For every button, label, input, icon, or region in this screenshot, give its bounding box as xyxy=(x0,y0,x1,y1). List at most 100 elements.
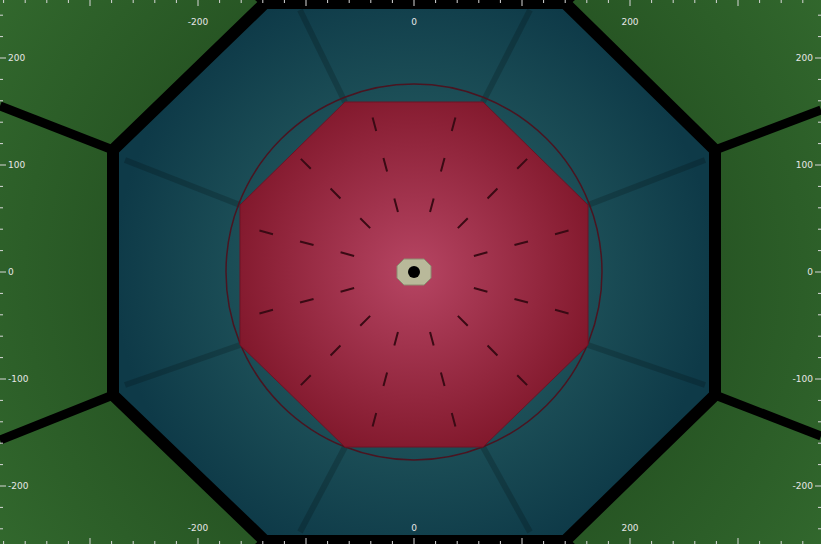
tick xyxy=(68,0,69,3)
tick xyxy=(818,143,821,144)
tick xyxy=(818,229,821,230)
tick xyxy=(0,229,3,230)
tick xyxy=(0,58,6,59)
tick xyxy=(154,541,155,544)
tick xyxy=(818,443,821,444)
tick xyxy=(818,15,821,16)
tick xyxy=(818,79,821,80)
boundary-circle xyxy=(226,84,602,460)
tick xyxy=(0,464,3,465)
tick xyxy=(818,293,821,294)
tick xyxy=(370,541,371,544)
tick xyxy=(0,314,3,315)
tick xyxy=(818,122,821,123)
tick xyxy=(500,0,501,3)
tick xyxy=(241,541,242,544)
tick xyxy=(306,538,307,544)
tick xyxy=(818,507,821,508)
tick xyxy=(630,0,631,6)
tick xyxy=(781,0,782,3)
tick xyxy=(630,538,631,544)
spoke xyxy=(474,229,576,256)
tick xyxy=(815,165,821,166)
axis-label: -100 xyxy=(793,375,813,384)
tick xyxy=(370,0,371,3)
tick xyxy=(818,400,821,401)
tick xyxy=(802,0,803,3)
tick xyxy=(651,541,652,544)
tick xyxy=(0,186,3,187)
tick xyxy=(284,541,285,544)
spoke xyxy=(295,316,370,391)
tick xyxy=(133,541,134,544)
tick xyxy=(716,541,717,544)
tick xyxy=(68,541,69,544)
tick xyxy=(90,0,91,6)
tick xyxy=(818,100,821,101)
tick xyxy=(0,250,3,251)
tick xyxy=(673,0,674,3)
tick xyxy=(90,538,91,544)
spoke xyxy=(458,316,533,391)
axis-label: 200 xyxy=(796,54,813,63)
axis-label: 0 xyxy=(807,268,813,277)
tick xyxy=(0,100,3,101)
tick xyxy=(500,541,501,544)
tick xyxy=(586,541,587,544)
tick xyxy=(818,528,821,529)
tick xyxy=(457,0,458,3)
axis-label: -200 xyxy=(188,524,208,533)
tick xyxy=(392,541,393,544)
tick xyxy=(818,421,821,422)
tick xyxy=(818,250,821,251)
tick xyxy=(522,0,523,6)
tick xyxy=(176,541,177,544)
tick xyxy=(435,541,436,544)
tick xyxy=(392,0,393,3)
axis-label: 100 xyxy=(8,161,25,170)
tick xyxy=(0,79,3,80)
axis-label: -100 xyxy=(8,375,28,384)
beam-pipe xyxy=(397,259,431,285)
tick xyxy=(0,15,3,16)
tick xyxy=(0,421,3,422)
tick xyxy=(694,0,695,3)
tick xyxy=(327,0,328,3)
tick xyxy=(651,0,652,3)
tick xyxy=(815,58,821,59)
tick xyxy=(781,541,782,544)
teal-octagon xyxy=(113,3,715,541)
tick xyxy=(522,538,523,544)
tick xyxy=(673,541,674,544)
tick xyxy=(457,541,458,544)
tick xyxy=(284,0,285,3)
tick xyxy=(176,0,177,3)
spoke xyxy=(430,332,457,434)
axis-label: -200 xyxy=(8,482,28,491)
tick xyxy=(46,0,47,3)
tick xyxy=(565,541,566,544)
spoke xyxy=(371,110,398,212)
spoke xyxy=(474,288,576,315)
tick xyxy=(154,0,155,3)
tick xyxy=(565,0,566,3)
tick xyxy=(608,541,609,544)
tick xyxy=(327,541,328,544)
tick xyxy=(818,357,821,358)
tick xyxy=(0,207,3,208)
axis-label: 200 xyxy=(621,18,638,27)
tick xyxy=(111,0,112,3)
tick xyxy=(818,186,821,187)
tick xyxy=(349,0,350,3)
axis-label: 100 xyxy=(796,161,813,170)
tick xyxy=(478,0,479,3)
tick xyxy=(694,541,695,544)
tick xyxy=(0,443,3,444)
tick xyxy=(716,0,717,3)
axis-label: 0 xyxy=(411,18,417,27)
tick xyxy=(3,541,4,544)
